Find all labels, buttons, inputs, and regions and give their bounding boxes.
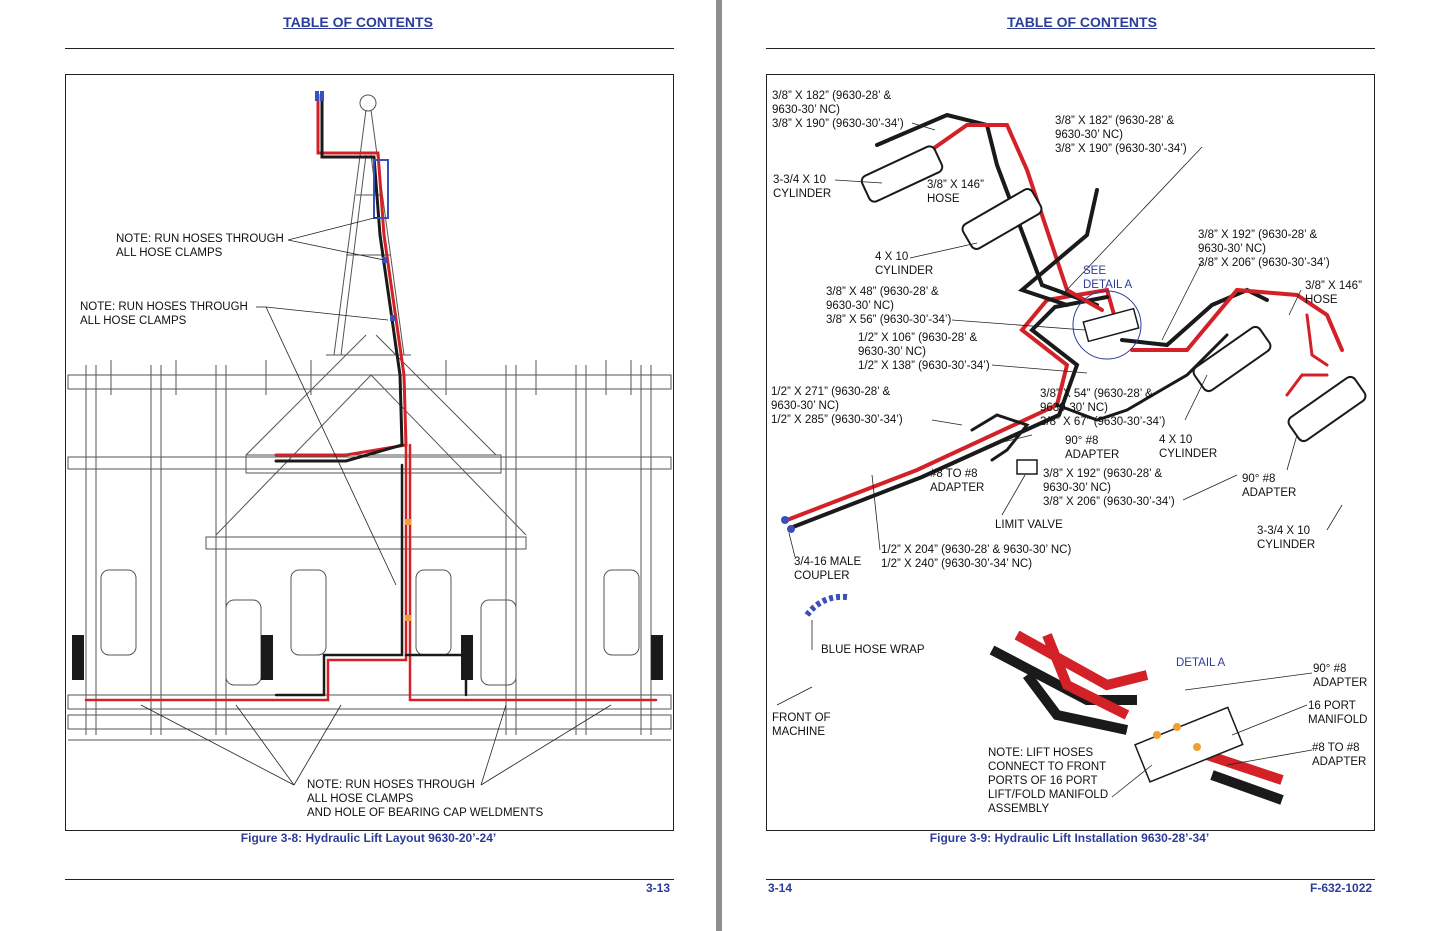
page-3-14: TABLE OF CONTENTS	[722, 0, 1442, 931]
hose-271-callout: 1/2” X 271” (9630-28’ &9630-30’ NC)1/2” …	[771, 386, 903, 426]
figure-caption: Figure 3-8: Hydraulic Lift Layout 9630-2…	[240, 831, 497, 845]
hose-192-top-callout: 3/8” X 192” (9630-28’ &9630-30’ NC)3/8” …	[1198, 229, 1330, 269]
detail-a-title: DETAIL A	[1176, 657, 1226, 669]
hydraulic-lift-installation-drawing	[776, 112, 1367, 805]
hose-182-left-callout: 3/8” X 182” (9630-28’ &9630-30’ NC)3/8” …	[772, 90, 904, 130]
hose-146-right-callout: 3/8” X 146”HOSE	[1305, 280, 1362, 306]
page-number: 3-14	[768, 881, 793, 895]
figure-caption: Figure 3-9: Hydraulic Lift Installation …	[929, 831, 1210, 845]
hose-48-callout: 3/8” X 48” (9630-28’ &9630-30’ NC)3/8” X…	[826, 286, 952, 326]
hose-204-callout: 1/2” X 204” (9630-28’ & 9630-30’ NC)1/2”…	[881, 544, 1072, 570]
hose-106-callout: 1/2” X 106” (9630-28’ &9630-30’ NC)1/2” …	[858, 332, 990, 372]
toc-link[interactable]: TABLE OF CONTENTS	[1007, 14, 1157, 30]
hose-54-callout: 3/8” X 54” (9630-28’ &9630-30’ NC)3/8” X…	[1040, 388, 1166, 428]
hose-182-right-callout: 3/8” X 182” (9630-28’ &9630-30’ NC)3/8” …	[1055, 115, 1187, 155]
footer-rule	[65, 879, 674, 880]
figure-3-9: 3/8” X 182” (9630-28’ &9630-30’ NC)3/8” …	[766, 74, 1375, 831]
hydraulic-lift-layout-drawing	[67, 91, 672, 786]
header-rule	[766, 48, 1375, 49]
document-number: F-632-1022	[1310, 881, 1373, 895]
hose-192-bottom-callout: 3/8” X 192” (9630-28’ &9630-30’ NC)3/8” …	[1043, 468, 1175, 508]
footer-rule	[766, 879, 1375, 880]
limit-valve-callout: LIMIT VALVE	[995, 519, 1063, 531]
page-3-13: TABLE OF CONTENTS	[0, 0, 716, 931]
page-number: 3-13	[646, 881, 671, 895]
hose-146-left-callout: 3/8” X 146”HOSE	[927, 179, 984, 205]
header-rule	[65, 48, 674, 49]
blue-hose-wrap-callout: BLUE HOSE WRAP	[821, 644, 925, 656]
toc-link[interactable]: TABLE OF CONTENTS	[283, 14, 433, 30]
